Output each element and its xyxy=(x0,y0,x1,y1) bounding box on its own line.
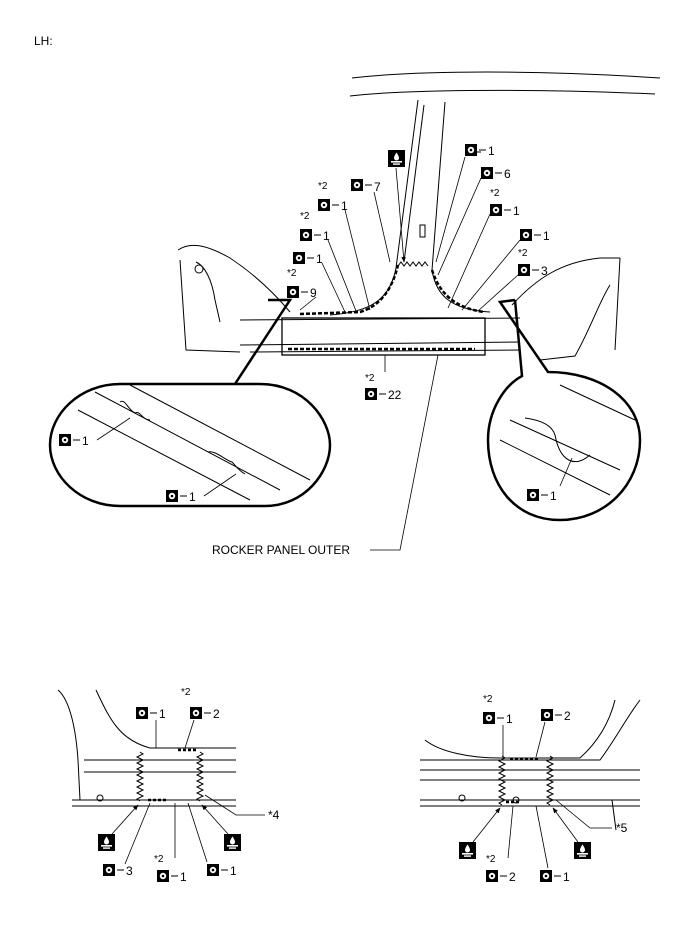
detail-left-callout-b: 1 xyxy=(189,490,196,504)
br-bottom-2: 2 xyxy=(509,870,516,884)
spot-weld-icon xyxy=(486,870,498,882)
spot-weld-icon xyxy=(318,199,330,211)
callout-text: 3 xyxy=(541,264,548,278)
bottom-left-weld-seams xyxy=(148,748,198,802)
bottom-right-seal-zigzags xyxy=(497,755,555,806)
detail-right-callout-a: 1 xyxy=(550,489,557,503)
panel-name-label: ROCKER PANEL OUTER xyxy=(212,543,350,557)
spot-weld-icon xyxy=(157,870,169,882)
detail-bubble-right xyxy=(486,298,642,522)
callout-text: *2 xyxy=(490,188,500,199)
callout-text: 1 xyxy=(323,229,330,243)
br-top-1: 1 xyxy=(506,712,513,726)
detail-right-lines xyxy=(499,384,636,496)
spot-weld-icon xyxy=(166,490,178,502)
spot-weld-icon xyxy=(518,264,530,276)
callout-text: *2 xyxy=(181,687,191,698)
sealer-icon xyxy=(98,834,115,851)
br-ref: *5 xyxy=(616,821,628,835)
side-label: LH: xyxy=(34,34,53,48)
spot-weld-icon xyxy=(527,489,539,501)
bl-bottom-3: 3 xyxy=(126,864,133,878)
br-top-2: 2 xyxy=(564,709,571,723)
spot-weld-icon xyxy=(465,144,477,156)
callout-text: 7 xyxy=(374,180,381,194)
spot-weld-icon xyxy=(59,434,71,446)
callout-text: *2 xyxy=(483,694,493,705)
callout-text: *2 xyxy=(287,268,297,279)
callout-22-star: *2 xyxy=(365,373,375,384)
callout-text: *2 xyxy=(318,181,328,192)
callout-text: 9 xyxy=(310,286,317,300)
body-side-outline xyxy=(177,71,661,361)
bottom-right-view xyxy=(420,699,641,831)
callout-text: *2 xyxy=(300,211,310,222)
spot-weld-icon xyxy=(483,712,495,724)
callout-22: 22 xyxy=(388,388,402,402)
spot-weld-icon xyxy=(490,204,502,216)
callout-text: *2 xyxy=(154,854,164,865)
spot-weld-icon xyxy=(365,388,377,400)
bl-top-2: 2 xyxy=(213,707,220,721)
detail-left-lines xyxy=(77,384,311,501)
callout-text: 1 xyxy=(341,199,348,213)
spot-weld-icon xyxy=(481,167,493,179)
sealer-icon xyxy=(224,834,241,851)
bl-bottom-1: 1 xyxy=(180,870,187,884)
callout-text: 1 xyxy=(543,229,550,243)
spot-weld-icon xyxy=(136,707,148,719)
bottom-left-seal-zigzags xyxy=(135,751,205,802)
bl-bottom-1b: 1 xyxy=(230,864,237,878)
bottom-right-weld-seams xyxy=(506,757,540,804)
sealer-icon xyxy=(459,842,476,859)
spot-weld-icon xyxy=(300,229,312,241)
spot-weld-icon xyxy=(540,870,552,882)
callout-text: *2 xyxy=(486,854,496,865)
spot-weld-icon xyxy=(207,864,219,876)
bl-ref: *4 xyxy=(268,808,280,822)
spot-weld-icon xyxy=(351,179,363,191)
callout-group-left: 7 *2 1 *2 1 1 *2 9 xyxy=(287,179,391,313)
detail-bubble-left xyxy=(48,298,332,508)
callout-text: 1 xyxy=(316,252,323,266)
spot-weld-icon xyxy=(190,707,202,719)
spot-weld-icon xyxy=(520,229,532,241)
weld-seam-lines xyxy=(288,264,485,351)
bottom-left-view xyxy=(57,689,236,807)
br-bottom-1: 1 xyxy=(563,870,570,884)
sealer-icon xyxy=(574,842,591,859)
callout-text: 1 xyxy=(488,144,495,158)
detail-left-callout-a: 1 xyxy=(82,434,89,448)
callout-text: 6 xyxy=(504,167,511,181)
callout-text: 1 xyxy=(513,204,520,218)
spot-weld-icon xyxy=(541,709,553,721)
bl-top-1: 1 xyxy=(159,707,166,721)
callout-text: *2 xyxy=(518,248,528,259)
sealer-icon-pillar xyxy=(388,150,405,167)
sealer-zigzag xyxy=(397,261,429,267)
spot-weld-icon xyxy=(287,286,299,298)
spot-weld-icon xyxy=(293,252,305,264)
spot-weld-icon xyxy=(103,864,115,876)
callout-group-right: 1 6 *2 1 1 *2 3 xyxy=(435,144,550,312)
